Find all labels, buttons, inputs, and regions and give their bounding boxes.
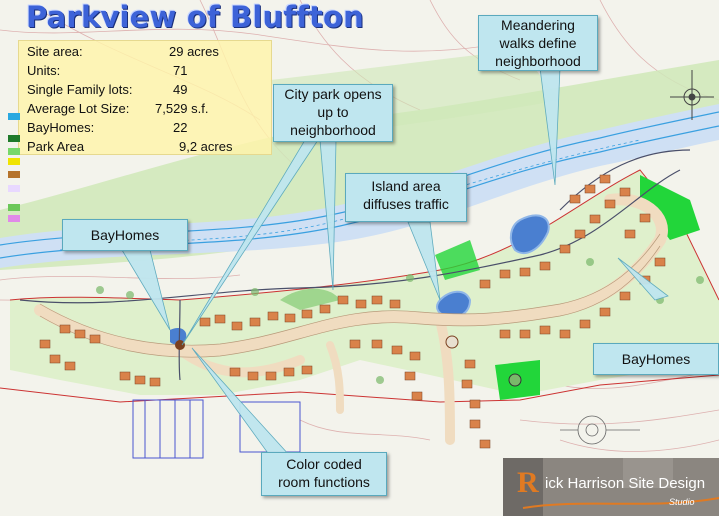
logo-sub: Studio <box>669 497 695 507</box>
legend-swatch <box>8 185 20 192</box>
north-arrow-icon <box>670 70 714 120</box>
roundabout <box>175 340 185 350</box>
logo-pattern <box>503 458 719 516</box>
legend-swatch <box>8 171 20 178</box>
legend-swatch <box>8 158 20 165</box>
development-parcel <box>10 170 719 395</box>
roundabout <box>508 373 522 387</box>
callout-bayhomes-left: BayHomes <box>62 219 188 251</box>
logo-letter: R <box>517 466 539 499</box>
legend-swatch <box>8 135 20 142</box>
stat-units: Units:71 <box>27 63 188 78</box>
pond <box>509 214 550 255</box>
legend-swatch <box>8 215 20 222</box>
studio-logo: R ick Harrison Site Design Studio <box>503 458 719 516</box>
logo-name: ick Harrison Site Design <box>545 475 706 492</box>
stat-average-lot-size: Average Lot Size:7,529 s.f. <box>27 101 209 116</box>
park-patch <box>280 288 340 310</box>
callout-bayhomes-right: BayHomes <box>593 343 719 375</box>
circular-structure <box>560 415 640 445</box>
site-stats-panel: Site area:29 acres Units:71 Single Famil… <box>18 40 272 155</box>
stat-site-area: Site area:29 acres <box>27 44 219 59</box>
parking-lots <box>132 399 301 459</box>
stat-single-family-lots: Single Family lots:49 <box>27 82 188 97</box>
legend-swatch <box>8 204 20 211</box>
park-patch <box>640 175 700 240</box>
plan-title: Parkview of Bluffton <box>26 0 365 34</box>
callout-pointers <box>121 67 669 457</box>
legend-swatch <box>8 113 20 120</box>
green-slope <box>0 60 719 270</box>
pond <box>170 327 187 345</box>
roundabout <box>445 335 459 349</box>
stat-bayhomes: BayHomes:22 <box>27 120 188 135</box>
legend-swatch <box>8 148 20 155</box>
